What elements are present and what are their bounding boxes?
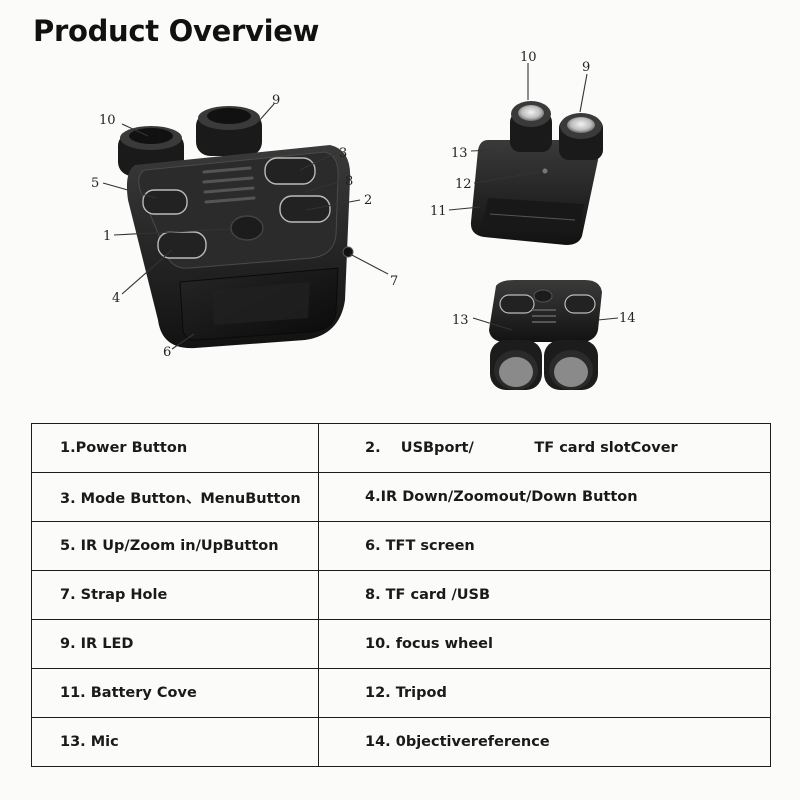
table-cell-right: 2. USBport/ TF card slotCover bbox=[318, 423, 771, 473]
callout-label: 9 bbox=[582, 60, 590, 75]
callout-label: 12 bbox=[455, 177, 472, 192]
callout-label: 1 bbox=[103, 229, 111, 244]
table-cell-left: 7. Strap Hole bbox=[31, 570, 319, 620]
front-device-illustration bbox=[489, 280, 602, 390]
callout-label: 13 bbox=[452, 313, 469, 328]
page-title: Product Overview bbox=[33, 14, 320, 48]
callout-label: 6 bbox=[163, 345, 171, 360]
callout-label: 8 bbox=[345, 174, 353, 189]
table-cell-right: 10. focus wheel bbox=[318, 619, 771, 669]
callout-label: 2 bbox=[364, 193, 372, 208]
table-cell-right: 12. Tripod bbox=[318, 668, 771, 718]
callout-label: 13 bbox=[451, 146, 468, 161]
callout-label: 10 bbox=[99, 113, 116, 128]
callout-label: 3 bbox=[339, 146, 347, 161]
table-cell-right: 6. TFT screen bbox=[318, 521, 771, 571]
product-diagram: 10 9 3 5 8 2 1 7 4 6 10 9 13 12 11 bbox=[91, 50, 636, 390]
callout-label: 9 bbox=[272, 93, 280, 108]
table-cell-left: 3. Mode Button、MenuButton bbox=[31, 472, 319, 522]
table-cell-right: 8. TF card /USB bbox=[318, 570, 771, 620]
callout-label: 14 bbox=[619, 311, 636, 326]
table-cell-left: 5. IR Up/Zoom in/UpButton bbox=[31, 521, 319, 571]
main-device-illustration bbox=[118, 106, 354, 349]
callout-label: 10 bbox=[520, 50, 537, 65]
table-cell-right: 14. 0bjectivereference bbox=[318, 717, 771, 767]
table-cell-left: 13. Mic bbox=[31, 717, 319, 767]
table-cell-left: 1.Power Button bbox=[31, 423, 319, 473]
callout-label: 7 bbox=[390, 274, 398, 289]
table-cell-right: 4.IR Down/Zoomout/Down Button bbox=[318, 472, 771, 522]
callout-label: 11 bbox=[430, 204, 447, 219]
ir-led-icon bbox=[196, 106, 262, 156]
table-cell-left: 11. Battery Cove bbox=[31, 668, 319, 718]
table-cell-left: 9. IR LED bbox=[31, 619, 319, 669]
rear-device-illustration bbox=[470, 101, 603, 245]
callout-label: 4 bbox=[112, 291, 120, 306]
callout-label: 5 bbox=[91, 176, 99, 191]
